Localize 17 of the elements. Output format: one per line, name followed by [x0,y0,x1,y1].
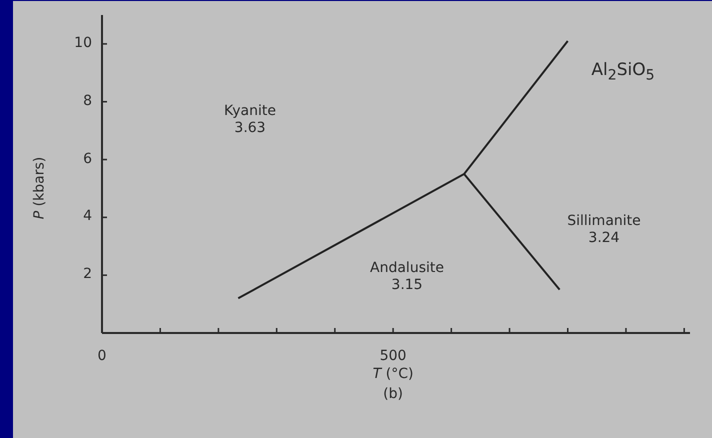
tick-label: 0 [98,348,106,365]
tick-label: 2 [83,266,92,283]
phase-name: Sillimanite [567,213,641,230]
density-value: 3.15 [390,276,424,294]
phase-name: Andalusite [370,260,444,277]
formula-label: Al$_{2}$SiO$_{5}$ [591,60,655,84]
tick-label: 6 [83,150,92,168]
density-value: 3.63 [233,120,267,137]
tick-label: 10 [74,34,92,52]
tick-label: 4 [83,208,92,226]
axis-title: P (kbars) [32,156,48,220]
density-value: 3.24 [587,230,621,247]
phase-name: Kyanite [224,103,276,120]
axis-title: T (°C) [372,366,414,383]
tick-label: 500 [380,348,406,365]
figure-caption: (b) [383,386,403,403]
tick-label: 8 [83,92,92,110]
